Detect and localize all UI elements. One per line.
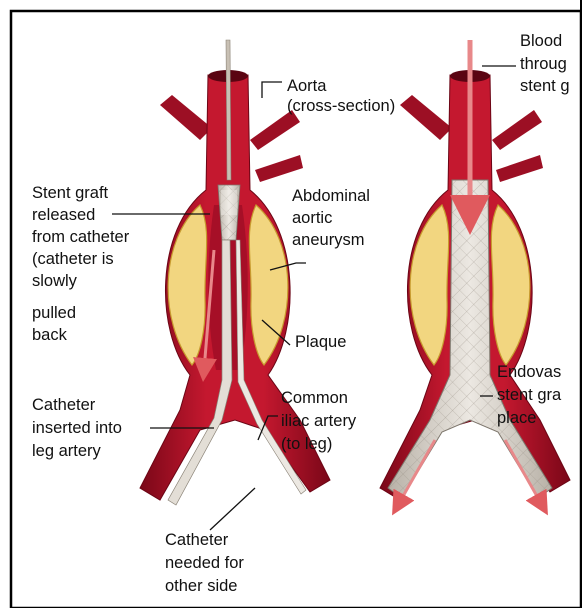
label-stent-line-6: pulled: [32, 304, 76, 322]
label-catheter-inserted-line-2: inserted into: [32, 419, 122, 437]
label-aorta-line-1: Aorta: [287, 77, 327, 95]
label-aneurysm-line-1: Abdominal: [292, 187, 370, 205]
label-catheter-inserted: Catheter inserted into leg artery: [32, 396, 122, 460]
label-catheter-needed-line-3: other side: [165, 577, 237, 595]
label-aneurysm-line-3: aneurysm: [292, 231, 364, 249]
label-stent-line-2: released: [32, 206, 95, 224]
label-blood-line-2: throug: [520, 55, 567, 73]
label-endo-line-3: place: [497, 409, 536, 427]
label-blood-line-3: stent g: [520, 77, 570, 95]
label-aneurysm: Abdominal aortic aneurysm: [292, 187, 370, 249]
label-iliac-line-1: Common: [281, 389, 348, 407]
label-catheter-needed: Catheter needed for other side: [165, 531, 244, 595]
label-stent-line-5: slowly: [32, 272, 78, 290]
label-catheter-inserted-line-1: Catheter: [32, 396, 96, 414]
label-aneurysm-line-2: aortic: [292, 209, 332, 227]
label-blood-line-1: Blood: [520, 32, 562, 50]
label-aorta-line-2: (cross-section): [287, 97, 395, 115]
label-stent-line-4: (catheter is: [32, 250, 114, 268]
label-catheter-inserted-line-3: leg artery: [32, 442, 102, 460]
label-stent-line-7: back: [32, 326, 68, 344]
label-plaque-line-1: Plaque: [295, 333, 346, 351]
label-stent-line-3: from catheter: [32, 228, 130, 246]
label-endo-line-2: stent gra: [497, 386, 562, 404]
label-stent-released: Stent graft released from catheter (cath…: [32, 184, 130, 344]
label-iliac-line-3: (to leg): [281, 435, 332, 453]
right-artery: [380, 40, 570, 505]
label-blood-flow: Blood throug stent g: [520, 32, 570, 95]
label-endovascular: Endovas stent gra place: [497, 363, 562, 427]
label-stent-line-1: Stent graft: [32, 184, 109, 202]
label-endo-line-1: Endovas: [497, 363, 561, 381]
label-catheter-needed-line-1: Catheter: [165, 531, 229, 549]
label-iliac-line-2: iliac artery: [281, 412, 357, 430]
label-aorta: Aorta (cross-section): [287, 77, 395, 115]
label-plaque: Plaque: [295, 333, 346, 351]
label-common-iliac: Common iliac artery (to leg): [281, 389, 357, 453]
label-catheter-needed-line-2: needed for: [165, 554, 244, 572]
